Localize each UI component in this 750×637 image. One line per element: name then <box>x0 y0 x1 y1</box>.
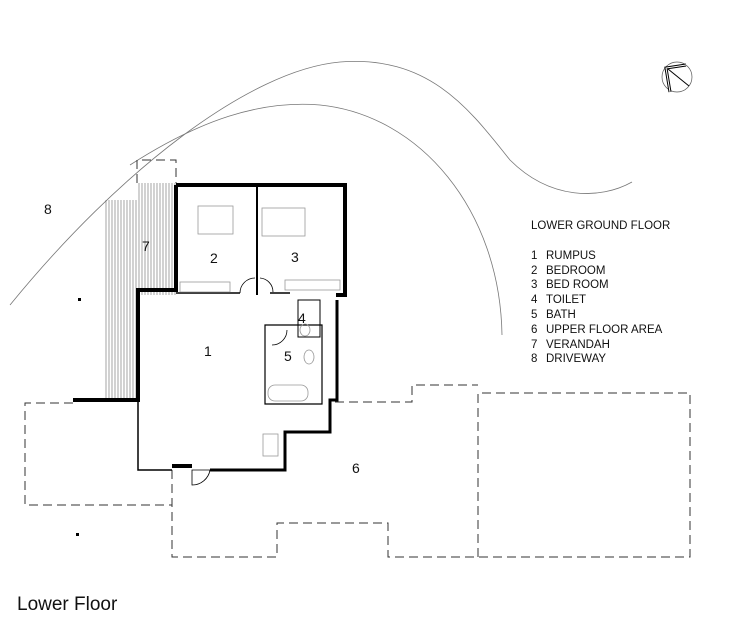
drawing-title: Lower Floor <box>17 594 118 615</box>
walls <box>73 183 347 472</box>
room-label-2: 2 <box>210 250 218 266</box>
verandah-decking <box>105 183 176 400</box>
driveway-outer-curve <box>9 61 633 306</box>
room-label-4: 4 <box>298 310 306 326</box>
room-label-5: 5 <box>284 348 292 364</box>
legend-title: LOWER GROUND FLOOR <box>531 220 671 232</box>
furniture <box>179 205 341 457</box>
room-label-6: 6 <box>352 460 360 476</box>
driveway-inner-curve <box>129 103 503 336</box>
doors <box>191 277 288 486</box>
north-arrow-icon <box>661 61 693 93</box>
room-label-3: 3 <box>291 249 299 265</box>
room-label-1: 1 <box>204 343 212 359</box>
room-label-8: 8 <box>44 201 52 217</box>
upper-floor-outline <box>24 159 691 558</box>
room-label-7: 7 <box>142 238 150 254</box>
